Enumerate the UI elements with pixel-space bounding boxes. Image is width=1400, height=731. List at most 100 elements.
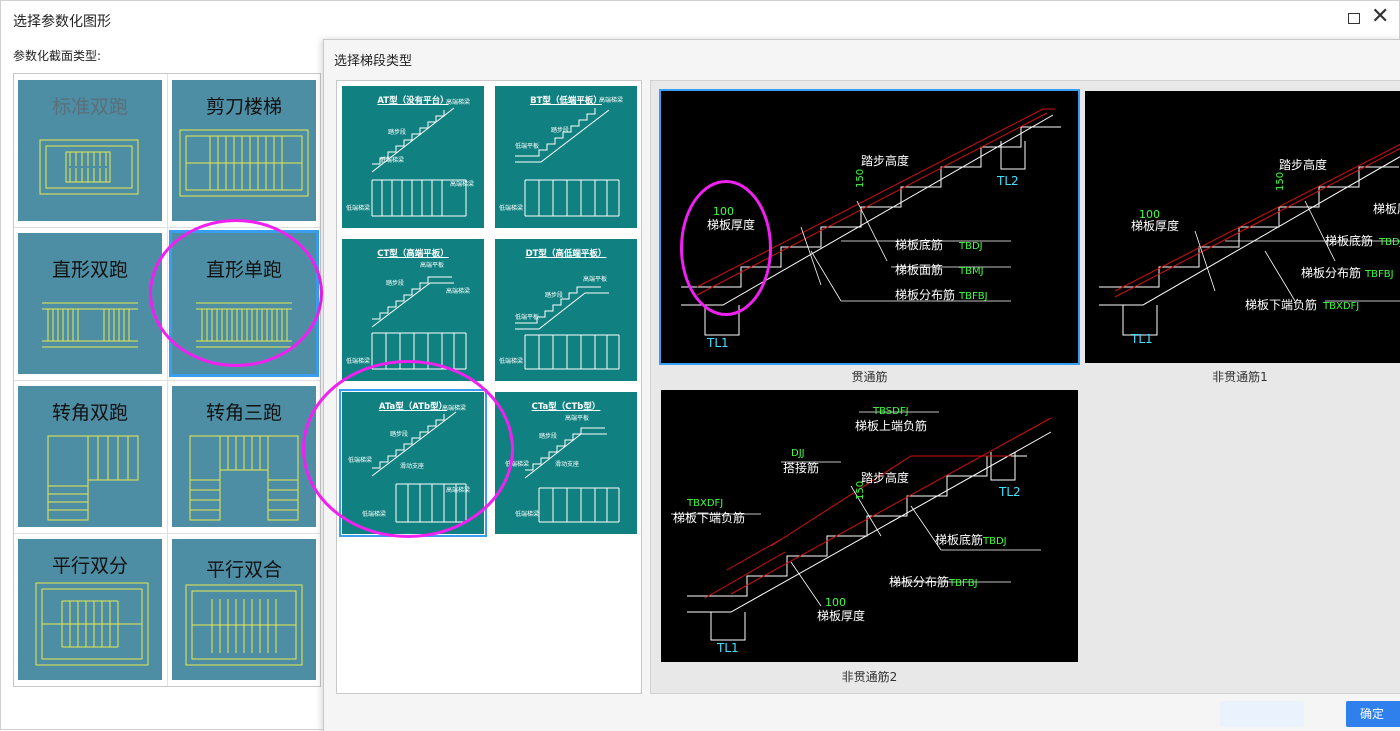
tile-label: 剪刀楼梯	[205, 96, 282, 118]
svg-text:低端平板: 低端平板	[515, 142, 539, 150]
svg-text:梯板上端负筋: 梯板上端负筋	[855, 418, 927, 433]
tile-label: 标准双跑	[51, 96, 128, 118]
svg-text:150: 150	[855, 481, 866, 500]
corner-triple-run-icon	[189, 435, 299, 521]
tile-parallel-split[interactable]: 平行双分	[18, 539, 162, 680]
svg-text:TL2: TL2	[996, 174, 1019, 188]
stair-type-label: AT型（没有平台）	[377, 96, 449, 106]
svg-text:踏步高度: 踏步高度	[861, 470, 909, 485]
stair-type-label: CTa型（CTb型）	[531, 402, 601, 412]
section-type-label: 参数化截面类型:	[13, 49, 102, 63]
svg-text:低端梯梁: 低端梯梁	[505, 460, 529, 468]
standard-double-run-icon	[39, 139, 139, 195]
svg-text:100: 100	[713, 205, 734, 218]
svg-text:低端梯梁: 低端梯梁	[362, 510, 386, 518]
svg-text:梯板下端负筋: 梯板下端负筋	[1245, 297, 1317, 312]
svg-text:梯板面筋: 梯板面筋	[895, 262, 943, 277]
svg-text:梯板分布筋: 梯板分布筋	[889, 574, 949, 589]
svg-text:梯板厚度: 梯板厚度	[817, 608, 865, 623]
tile-label: 直形单跑	[205, 259, 282, 281]
svg-text:梯板下端负筋: 梯板下端负筋	[673, 510, 745, 525]
svg-text:高端梯梁: 高端梯梁	[599, 96, 623, 104]
svg-text:100: 100	[825, 596, 846, 609]
stair-type-label: BT型（低端平板）	[530, 96, 602, 106]
svg-text:100: 100	[1139, 208, 1160, 221]
scissor-stair-icon	[179, 129, 309, 197]
ok-button[interactable]: 确定	[1346, 701, 1400, 727]
svg-text:梯板厚度: 梯板厚度	[707, 217, 755, 232]
stair-type-bt[interactable]: BT型（低端平板） 踏步段 低端平板 高端梯梁 低端梯梁	[495, 86, 637, 228]
tile-label: 平行双分	[51, 555, 128, 577]
svg-text:低端梯梁: 低端梯梁	[348, 456, 372, 464]
detail-non-through-bar-2[interactable]: TBSDFJ 梯板上端负筋 DJJ 搭接筋 踏步高度 150 TL2 TBXDF…	[661, 390, 1078, 662]
detail-caption: 非贯通筋2	[841, 670, 898, 684]
svg-text:低端梯梁: 低端梯梁	[515, 510, 539, 518]
svg-text:TL1: TL1	[1130, 332, 1153, 346]
svg-text:DJJ: DJJ	[791, 448, 805, 459]
stair-type-label: ATa型（ATb型）	[378, 402, 448, 412]
svg-text:梯板底筋: 梯板底筋	[895, 237, 943, 252]
svg-text:滑动支座: 滑动支座	[400, 462, 424, 470]
svg-text:TBDJ: TBDJ	[982, 536, 1007, 547]
detail-caption: 贯通筋	[851, 370, 888, 384]
svg-text:梯板底筋: 梯板底筋	[935, 532, 983, 547]
svg-text:TBFBJ: TBFBJ	[1364, 269, 1394, 280]
tile-parallel-merge[interactable]: 平行双合	[172, 539, 316, 680]
stair-type-ata[interactable]: ATa型（ATb型） 踏步段 滑动支座 高端梯梁 高端梯梁 低端梯梁 低端梯梁	[339, 389, 487, 537]
tile-corner-triple-run[interactable]: 转角三跑	[172, 386, 316, 527]
svg-text:低端梯梁: 低端梯梁	[499, 204, 523, 212]
stair-type-cta[interactable]: CTa型（CTb型） 踏步段 高端平板 滑动支座 低端梯梁 低端梯梁	[495, 392, 637, 534]
corner-double-run-icon	[47, 435, 139, 521]
stair-type-label: DT型（高低端平板）	[525, 249, 607, 259]
svg-text:搭接筋: 搭接筋	[783, 460, 819, 475]
svg-text:踏步段: 踏步段	[390, 430, 408, 438]
tile-corner-double-run[interactable]: 转角双跑	[18, 386, 162, 527]
svg-text:低端梯梁: 低端梯梁	[346, 204, 370, 212]
svg-text:高端梯梁: 高端梯梁	[450, 180, 474, 188]
svg-text:滑动支座: 滑动支座	[555, 460, 579, 468]
ct-type-icon: 踏步段 高端平板 高端梯梁 低端梯梁	[346, 261, 470, 370]
svg-text:低端梯梁: 低端梯梁	[380, 156, 404, 164]
dt-type-icon: 踏步段 高端平板 低端平板 低端梯梁	[499, 275, 620, 370]
tile-label: 平行双合	[205, 559, 282, 581]
svg-text:踏步高度: 踏步高度	[861, 153, 909, 168]
svg-text:高端平板: 高端平板	[420, 261, 444, 269]
svg-text:高端梯梁: 高端梯梁	[442, 404, 466, 412]
svg-text:TBFBJ: TBFBJ	[958, 291, 988, 302]
stair-segment-dialog: 选择梯段类型 AT型（没有平台） 踏步段 低端梯梁 高端梯梁 高端梯梁 低端梯梁	[302, 39, 1400, 731]
svg-text:踏步段: 踏步段	[551, 126, 569, 134]
svg-text:高端梯梁: 高端梯梁	[446, 486, 470, 494]
detail-caption: 非贯通筋1	[1212, 370, 1268, 384]
at-type-icon: 踏步段 低端梯梁 高端梯梁 高端梯梁 低端梯梁	[346, 98, 474, 217]
straight-double-run-icon	[42, 302, 138, 348]
svg-text:高端平板: 高端平板	[565, 414, 589, 422]
cancel-button-faded[interactable]	[1220, 701, 1304, 727]
stair-type-dt[interactable]: DT型（高低端平板） 踏步段 高端平板 低端平板 低端梯梁	[495, 239, 637, 381]
svg-text:高端梯梁: 高端梯梁	[446, 287, 470, 295]
detail-through-bar[interactable]: 踏步高度 150 TL2 100 梯板厚度 梯板底筋 TBDJ 梯板面筋 TBM…	[659, 89, 1080, 365]
svg-text:梯板底筋: 梯板底筋	[1325, 233, 1373, 248]
svg-text:梯板厚度: 梯板厚度	[1373, 201, 1400, 216]
svg-text:TBFBJ: TBFBJ	[948, 578, 978, 589]
close-icon[interactable]: ✕	[1371, 4, 1390, 29]
detail-non-through-bar-1[interactable]: 踏步高度 150 100 梯板厚度 梯板厚度 梯板底筋 TBDJ 梯板分布筋 T…	[1085, 91, 1400, 363]
stair-type-grid: AT型（没有平台） 踏步段 低端梯梁 高端梯梁 高端梯梁 低端梯梁 BT型（低端…	[336, 80, 642, 694]
svg-text:TBDJ: TBDJ	[1378, 237, 1400, 248]
svg-text:梯板厚度: 梯板厚度	[1131, 218, 1179, 233]
tile-standard-double-run[interactable]: 标准双跑	[18, 80, 162, 221]
tile-straight-double-run[interactable]: 直形双跑	[18, 233, 162, 374]
through-bar-drawing: 踏步高度 150 TL2 100 梯板厚度 梯板底筋 TBDJ 梯板面筋 TBM…	[681, 108, 1061, 350]
parallel-merge-icon	[185, 584, 303, 666]
parallel-split-icon	[35, 582, 149, 666]
maximize-icon[interactable]	[1348, 13, 1360, 24]
tile-scissor-stair[interactable]: 剪刀楼梯	[172, 80, 316, 221]
tile-label: 直形双跑	[51, 259, 128, 281]
dialog-title: 选择梯段类型	[334, 54, 413, 69]
bt-type-icon: 踏步段 低端平板 高端梯梁 低端梯梁	[499, 96, 623, 217]
ata-type-icon: 踏步段 滑动支座 高端梯梁 高端梯梁 低端梯梁 低端梯梁	[348, 404, 470, 523]
section-type-grid: 标准双跑 剪刀楼梯 直形双跑	[13, 73, 321, 687]
stair-type-at[interactable]: AT型（没有平台） 踏步段 低端梯梁 高端梯梁 高端梯梁 低端梯梁	[342, 86, 484, 228]
stair-type-ct[interactable]: CT型（高端平板） 踏步段 高端平板 高端梯梁 低端梯梁	[342, 239, 484, 381]
tile-straight-single-run[interactable]: 直形单跑	[169, 230, 319, 377]
svg-text:踏步段: 踏步段	[388, 128, 406, 136]
